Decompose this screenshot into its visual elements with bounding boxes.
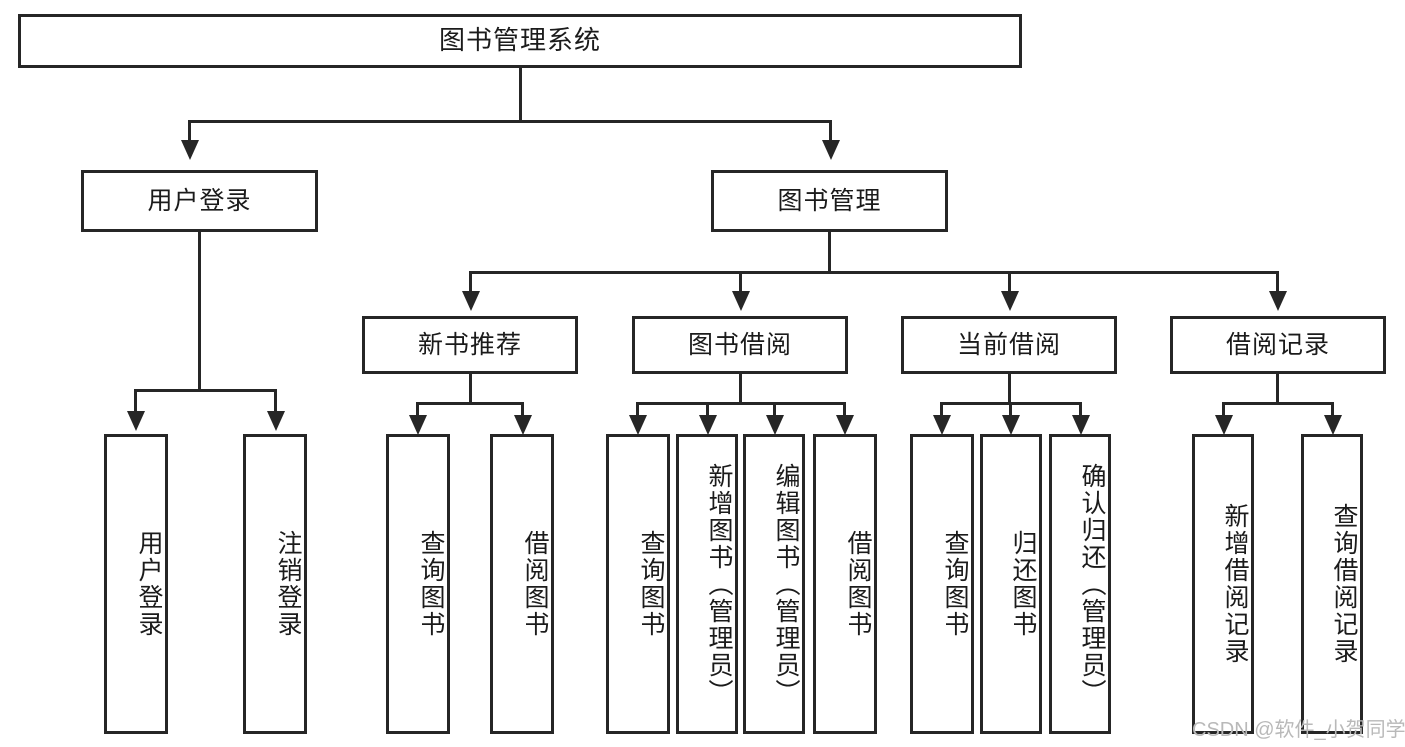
connector-bm-drop-3: [1008, 271, 1011, 293]
arrowhead-user-login: [181, 140, 199, 160]
arrowhead-leaf-borrow-book-2: [836, 415, 854, 435]
connector-cb-stem: [1008, 374, 1011, 404]
node-book-management[interactable]: 图书管理: [711, 170, 948, 232]
connector-nbr-drop-2: [521, 402, 524, 418]
arrowhead-new-book-recommend: [462, 291, 480, 311]
node-label: 借阅图书: [844, 530, 872, 638]
node-label: 查询图书: [941, 530, 969, 638]
connector-bb-drop-4: [843, 402, 846, 418]
connector-bb-bus: [636, 402, 846, 405]
connector-user-login-drop-2: [274, 389, 277, 413]
node-borrow-record[interactable]: 借阅记录: [1170, 316, 1386, 374]
node-label: 用户登录: [135, 530, 163, 638]
connector-nbr-stem: [469, 374, 472, 404]
leaf-bb-query-book[interactable]: 查询图书: [606, 434, 670, 734]
node-new-book-recommend[interactable]: 新书推荐: [362, 316, 578, 374]
connector-user-login-bus: [134, 389, 277, 392]
arrowhead-leaf-query-book-2: [629, 415, 647, 435]
arrowhead-leaf-add-borrow-record: [1215, 415, 1233, 435]
node-label: 图书管理: [777, 187, 882, 215]
connector-bb-drop-3: [773, 402, 776, 418]
arrowhead-leaf-query-book-3: [933, 415, 951, 435]
node-label: 图书管理系统: [438, 25, 601, 56]
node-label: 图书借阅: [687, 331, 792, 359]
arrowhead-leaf-add-book: [699, 415, 717, 435]
connector-root-to-user-login: [188, 120, 191, 142]
connector-book-management-stem: [828, 232, 831, 273]
leaf-br-add-record[interactable]: 新增借阅记录: [1192, 434, 1254, 734]
arrowhead-leaf-query-borrow-record: [1324, 415, 1342, 435]
node-label: 新增借阅记录: [1221, 503, 1249, 665]
connector-br-stem: [1276, 374, 1279, 404]
leaf-cb-return-book[interactable]: 归还图书: [980, 434, 1042, 734]
connector-root-bus: [188, 120, 832, 123]
node-current-borrow[interactable]: 当前借阅: [901, 316, 1117, 374]
node-label: 用户登录: [147, 187, 252, 215]
node-label: 当前借阅: [956, 331, 1061, 359]
node-label: 归还图书: [1009, 530, 1037, 638]
node-label: 查询图书: [637, 530, 665, 638]
connector-root-to-book-management: [829, 120, 832, 142]
connector-user-login-drop-1: [134, 389, 137, 413]
connector-user-login-stem: [198, 232, 201, 389]
node-label: 查询借阅记录: [1330, 503, 1358, 665]
leaf-nbr-borrow-book[interactable]: 借阅图书: [490, 434, 554, 734]
arrowhead-leaf-confirm-return: [1072, 415, 1090, 435]
connector-cb-drop-3: [1079, 402, 1082, 418]
connector-nbr-drop-1: [416, 402, 419, 418]
connector-bb-drop-2: [706, 402, 709, 418]
leaf-nbr-query-book[interactable]: 查询图书: [386, 434, 450, 734]
arrowhead-leaf-borrow-book-1: [514, 415, 532, 435]
leaf-br-query-record[interactable]: 查询借阅记录: [1301, 434, 1363, 734]
connector-cb-drop-2: [1009, 402, 1012, 418]
arrowhead-leaf-user-login: [127, 411, 145, 431]
node-label: 借阅图书: [521, 530, 549, 638]
arrowhead-book-borrow: [732, 291, 750, 311]
arrowhead-leaf-query-book-1: [409, 415, 427, 435]
leaf-bb-borrow-book[interactable]: 借阅图书: [813, 434, 877, 734]
connector-bm-drop-4: [1276, 271, 1279, 293]
leaf-user-login[interactable]: 用户登录: [104, 434, 168, 734]
connector-nbr-bus: [416, 402, 524, 405]
connector-bm-drop-1: [469, 271, 472, 293]
connector-br-bus: [1222, 402, 1334, 405]
arrowhead-borrow-record: [1269, 291, 1287, 311]
leaf-cb-query-book[interactable]: 查询图书: [910, 434, 974, 734]
node-label: 新书推荐: [417, 331, 522, 359]
connector-br-drop-1: [1222, 402, 1225, 418]
node-root-book-management-system[interactable]: 图书管理系统: [18, 14, 1022, 68]
connector-br-drop-2: [1331, 402, 1334, 418]
leaf-logout[interactable]: 注销登录: [243, 434, 307, 734]
arrowhead-leaf-logout: [267, 411, 285, 431]
arrowhead-book-management: [822, 140, 840, 160]
node-book-borrow[interactable]: 图书借阅: [632, 316, 848, 374]
arrowhead-leaf-return-book: [1002, 415, 1020, 435]
node-label: 新增图书（管理员）: [705, 462, 733, 706]
node-label: 借阅记录: [1225, 331, 1330, 359]
node-label: 编辑图书（管理员）: [772, 462, 800, 706]
arrowhead-leaf-edit-book: [766, 415, 784, 435]
connector-bb-stem: [739, 374, 742, 404]
leaf-cb-confirm-return[interactable]: 确认归还（管理员）: [1049, 434, 1111, 734]
connector-root-stem: [519, 68, 522, 120]
leaf-bb-add-book[interactable]: 新增图书（管理员）: [676, 434, 738, 734]
connector-bb-drop-1: [636, 402, 639, 418]
arrowhead-current-borrow: [1001, 291, 1019, 311]
connector-bm-drop-2: [739, 271, 742, 293]
connector-cb-drop-1: [940, 402, 943, 418]
leaf-bb-edit-book[interactable]: 编辑图书（管理员）: [743, 434, 805, 734]
connector-book-management-bus: [469, 271, 1279, 274]
node-label: 确认归还（管理员）: [1078, 462, 1106, 706]
node-label: 注销登录: [274, 530, 302, 638]
node-label: 查询图书: [417, 530, 445, 638]
node-user-login[interactable]: 用户登录: [81, 170, 318, 232]
